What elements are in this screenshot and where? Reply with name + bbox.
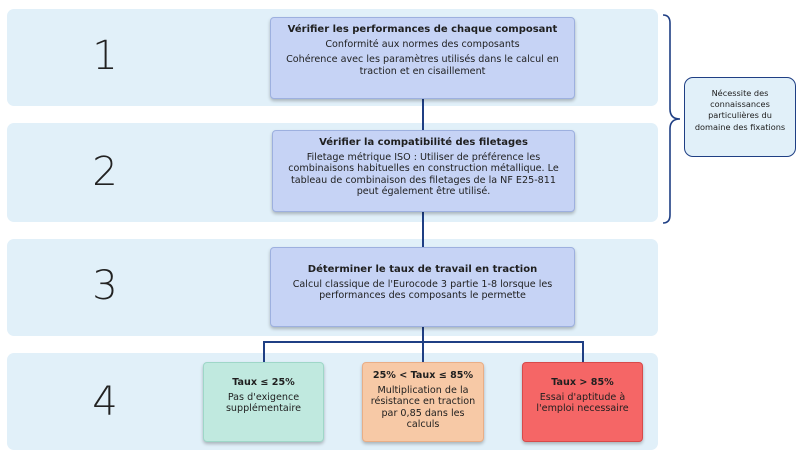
step-number-4: 4 [92,379,118,425]
connector-branch-left [263,341,265,362]
outcome-title-high: Taux > 85% [551,377,614,388]
step-title-3: Déterminer le taux de travail en tractio… [307,264,538,275]
step-number-1: 1 [92,33,118,79]
step-title-2: Vérifier la compatibilité des filetages [319,137,528,148]
step-number-2: 2 [92,149,118,195]
step-box-2: Vérifier la compatibilité des filetages … [272,130,575,212]
step-box-3: Déterminer le taux de travail en tractio… [270,247,575,327]
outcome-box-mid: 25% < Taux ≤ 85% Multiplication de la ré… [362,362,484,442]
step-number-3: 3 [92,263,118,309]
connector-2-3 [422,212,424,247]
step-text-1b: Cohérence avec les paramètres utilisés d… [286,54,559,77]
outcome-text-high: Essai d'aptitude à l'emploi necessaire [536,391,629,415]
right-brace-icon [662,14,681,224]
step-box-1: Vérifier les performances de chaque comp… [270,17,575,99]
side-note: Nécessite des connaissances particulière… [684,77,796,157]
outcome-box-low: Taux ≤ 25% Pas d'exigence supplémentaire [203,362,324,442]
outcome-title-low: Taux ≤ 25% [232,377,295,388]
outcome-text-low: Pas d'exigence supplémentaire [225,391,302,415]
outcome-text-mid: Multiplication de la résistance en tract… [370,384,476,431]
step-text-1a: Conformité aux normes des composants [325,38,520,50]
outcome-box-high: Taux > 85% Essai d'aptitude à l'emploi n… [522,362,643,442]
outcome-title-mid: 25% < Taux ≤ 85% [372,370,474,381]
step-text-3: Calcul classique de l'Eurocode 3 partie … [292,278,553,302]
connector-3-4-stem [422,327,424,342]
connector-branch-right [582,341,584,362]
step-title-1: Vérifier les performances de chaque comp… [287,24,558,35]
connector-branch-middle [422,341,424,362]
step-text-2: Filetage métrique ISO : Utiliser de préf… [288,151,559,198]
connector-1-2 [422,98,424,130]
